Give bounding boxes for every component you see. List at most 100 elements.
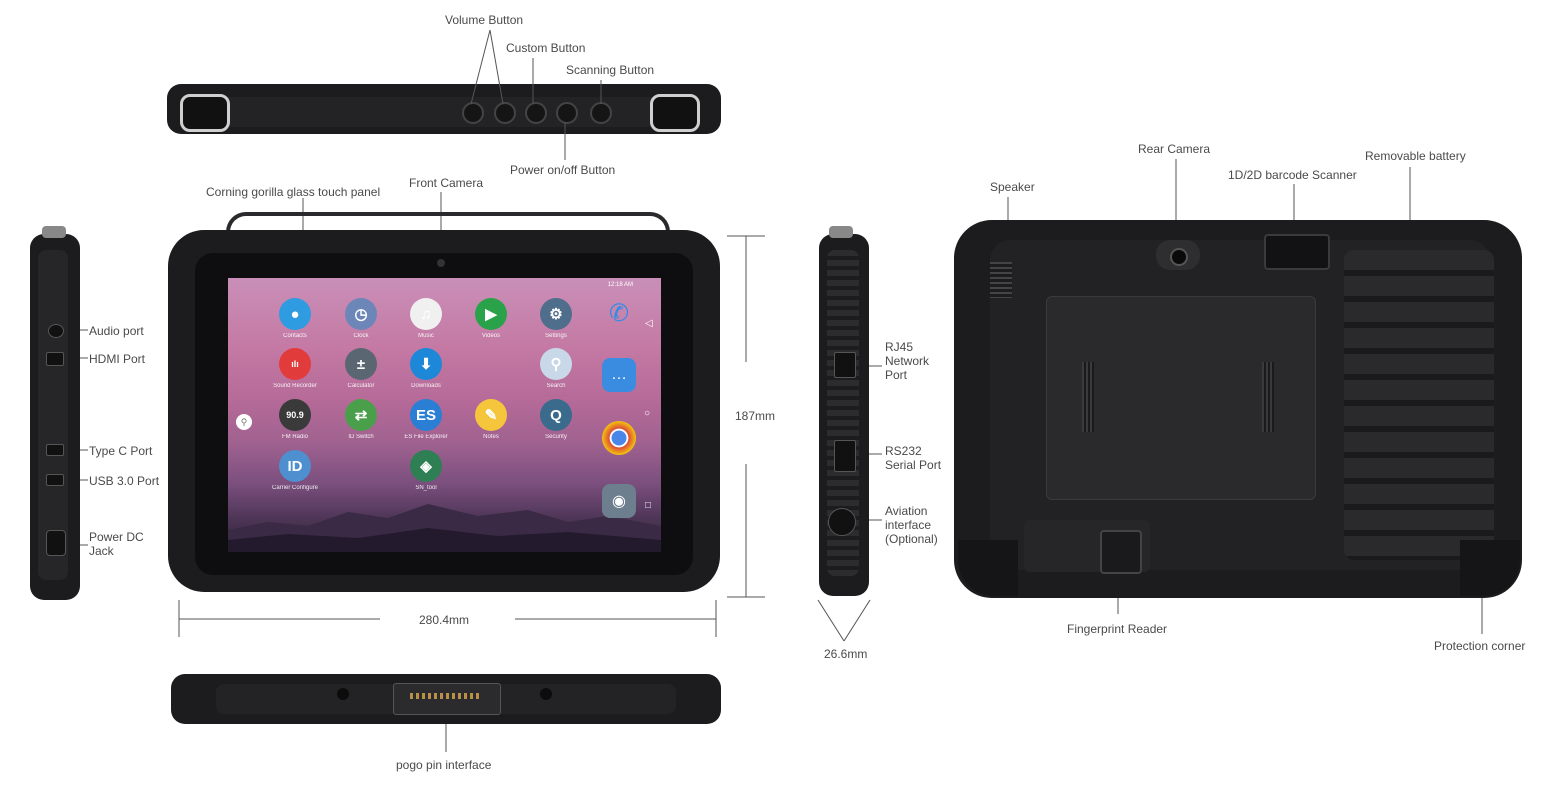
rs232-port-hole [834,440,856,472]
hdmi-port-label: HDMI Port [89,352,146,366]
app-icon: ▶ [475,298,507,330]
app-label: Calculator [347,383,375,389]
pogo-pin-label: pogo pin interface [396,758,492,772]
custom-button [525,102,547,124]
app-icon: ✎ [475,399,507,431]
messages-dock-icon[interactable]: … [602,358,636,392]
recents-nav-icon[interactable]: □ [645,500,652,511]
back-nav-icon[interactable]: ◁ [645,318,653,329]
app-label: SN_tool [415,485,437,491]
app-icon: ◈ [410,450,442,482]
aviation-port-hole [828,508,856,536]
pogo-pin-connector [393,683,501,715]
power-dc-label: Power DC Jack [89,530,144,558]
app-settings[interactable]: ⚙Settings [531,298,581,339]
thickness-dimension: 26.6mm [824,647,868,661]
removable-battery-label: Removable battery [1365,149,1466,163]
app-icon: ♫ [410,298,442,330]
app-label: Music [418,333,434,339]
app-icon: ılı [279,348,311,380]
gorilla-glass-label: Corning gorilla glass touch panel [206,185,381,199]
app-label: Security [545,434,567,440]
app-icon: ⚲ [540,348,572,380]
home-nav-icon[interactable]: ○ [644,408,651,419]
mountain-silhouette [228,504,661,552]
app-calculator[interactable]: ±Calculator [336,348,386,389]
app-es-file-explorer[interactable]: ES ES File Explorer [401,399,451,440]
speaker-grille [990,262,1012,298]
app-notes[interactable]: ✎ Notes [466,399,516,440]
app-label: Notes [483,434,499,440]
app-label: Search [546,383,566,389]
app-label: Carrier Configure [271,485,319,491]
power-button [556,102,578,124]
app-label: Clock [353,333,369,339]
chrome-dock-icon[interactable] [602,421,636,455]
usb-port-hole [46,474,64,486]
app-search[interactable]: ⚲ Search [531,348,581,389]
screen-display: 12:18 AM ⚲ ●Contacts◷Clock♫Music▶Videos⚙… [228,278,661,552]
app-security[interactable]: Q Security [531,399,581,440]
app-id-switch[interactable]: ⇄ID Switch [336,399,386,440]
app-clock[interactable]: ◷Clock [336,298,386,339]
app-icon: ● [279,298,311,330]
right-side-handle-top [829,226,853,238]
app-label: ES File Explorer [404,434,448,440]
barcode-scanner-label: 1D/2D barcode Scanner [1228,168,1357,182]
app-label: Videos [481,333,501,339]
bottom-screw-left [337,688,349,700]
scanning-button-label: Scanning Button [566,63,655,77]
app-label: Sound Recorder [273,383,317,389]
fingerprint-reader-label: Fingerprint Reader [1067,622,1168,636]
power-button-label: Power on/off Button [510,163,616,177]
app-fm-radio[interactable]: 90.9 FM Radio [270,399,320,440]
audio-port-hole [48,324,64,338]
battery-grip-right [1262,362,1274,432]
rj45-label: RJ45 Network Port [885,340,930,382]
bottom-screw-right [540,688,552,700]
fingerprint-sensor [1100,530,1142,574]
type-c-port-label: Type C Port [89,444,153,458]
left-side-handle-top [42,226,66,238]
rear-camera-label: Rear Camera [1138,142,1211,156]
app-downloads[interactable]: ⬇Downloads [401,348,451,389]
speaker-label: Speaker [990,180,1035,194]
battery-grip-left [1082,362,1094,432]
app-icon: Q [540,399,572,431]
app-videos[interactable]: ▶ Videos [466,298,516,339]
strap-mount-right [650,94,700,132]
volume-button-1 [462,102,484,124]
type-c-port-hole [46,444,64,456]
volume-button-label: Volume Button [445,13,524,27]
app-icon: ID [279,450,311,482]
search-icon[interactable]: ⚲ [236,414,252,430]
aviation-label: Aviation interface (Optional) [885,504,938,546]
front-camera-label: Front Camera [409,176,484,190]
app-icon: ES [410,399,442,431]
strap-mount-left [180,94,230,132]
app-carrier-configure[interactable]: ID Carrier Configure [270,450,320,491]
rear-camera-lens [1170,248,1188,266]
app-icon: ⇄ [345,399,377,431]
app-sn-tool[interactable]: ◈ SN_tool [401,450,451,491]
handle-strap [226,212,670,242]
hdmi-port-hole [46,352,64,366]
left-side-inner [38,250,68,580]
app-music[interactable]: ♫ Music [401,298,451,339]
front-camera [437,259,445,267]
camera-dock-icon[interactable]: ◉ [602,484,636,518]
back-ribs [1344,250,1494,560]
app-label: FM Radio [281,434,308,440]
pogo-pins [410,693,482,699]
app-label: Contacts [283,333,307,339]
app-label: Settings [545,333,567,339]
height-dimension: 187mm [735,409,776,423]
app-icon: ⬇ [410,348,442,380]
app-icon: 90.9 [279,399,311,431]
usb-port-label: USB 3.0 Port [89,474,160,488]
phone-dock-icon[interactable]: ✆ [608,299,630,327]
custom-button-label: Custom Button [506,41,586,55]
rs232-label: RS232 Serial Port [885,444,942,472]
app-contacts[interactable]: ● Contacts [270,298,320,339]
